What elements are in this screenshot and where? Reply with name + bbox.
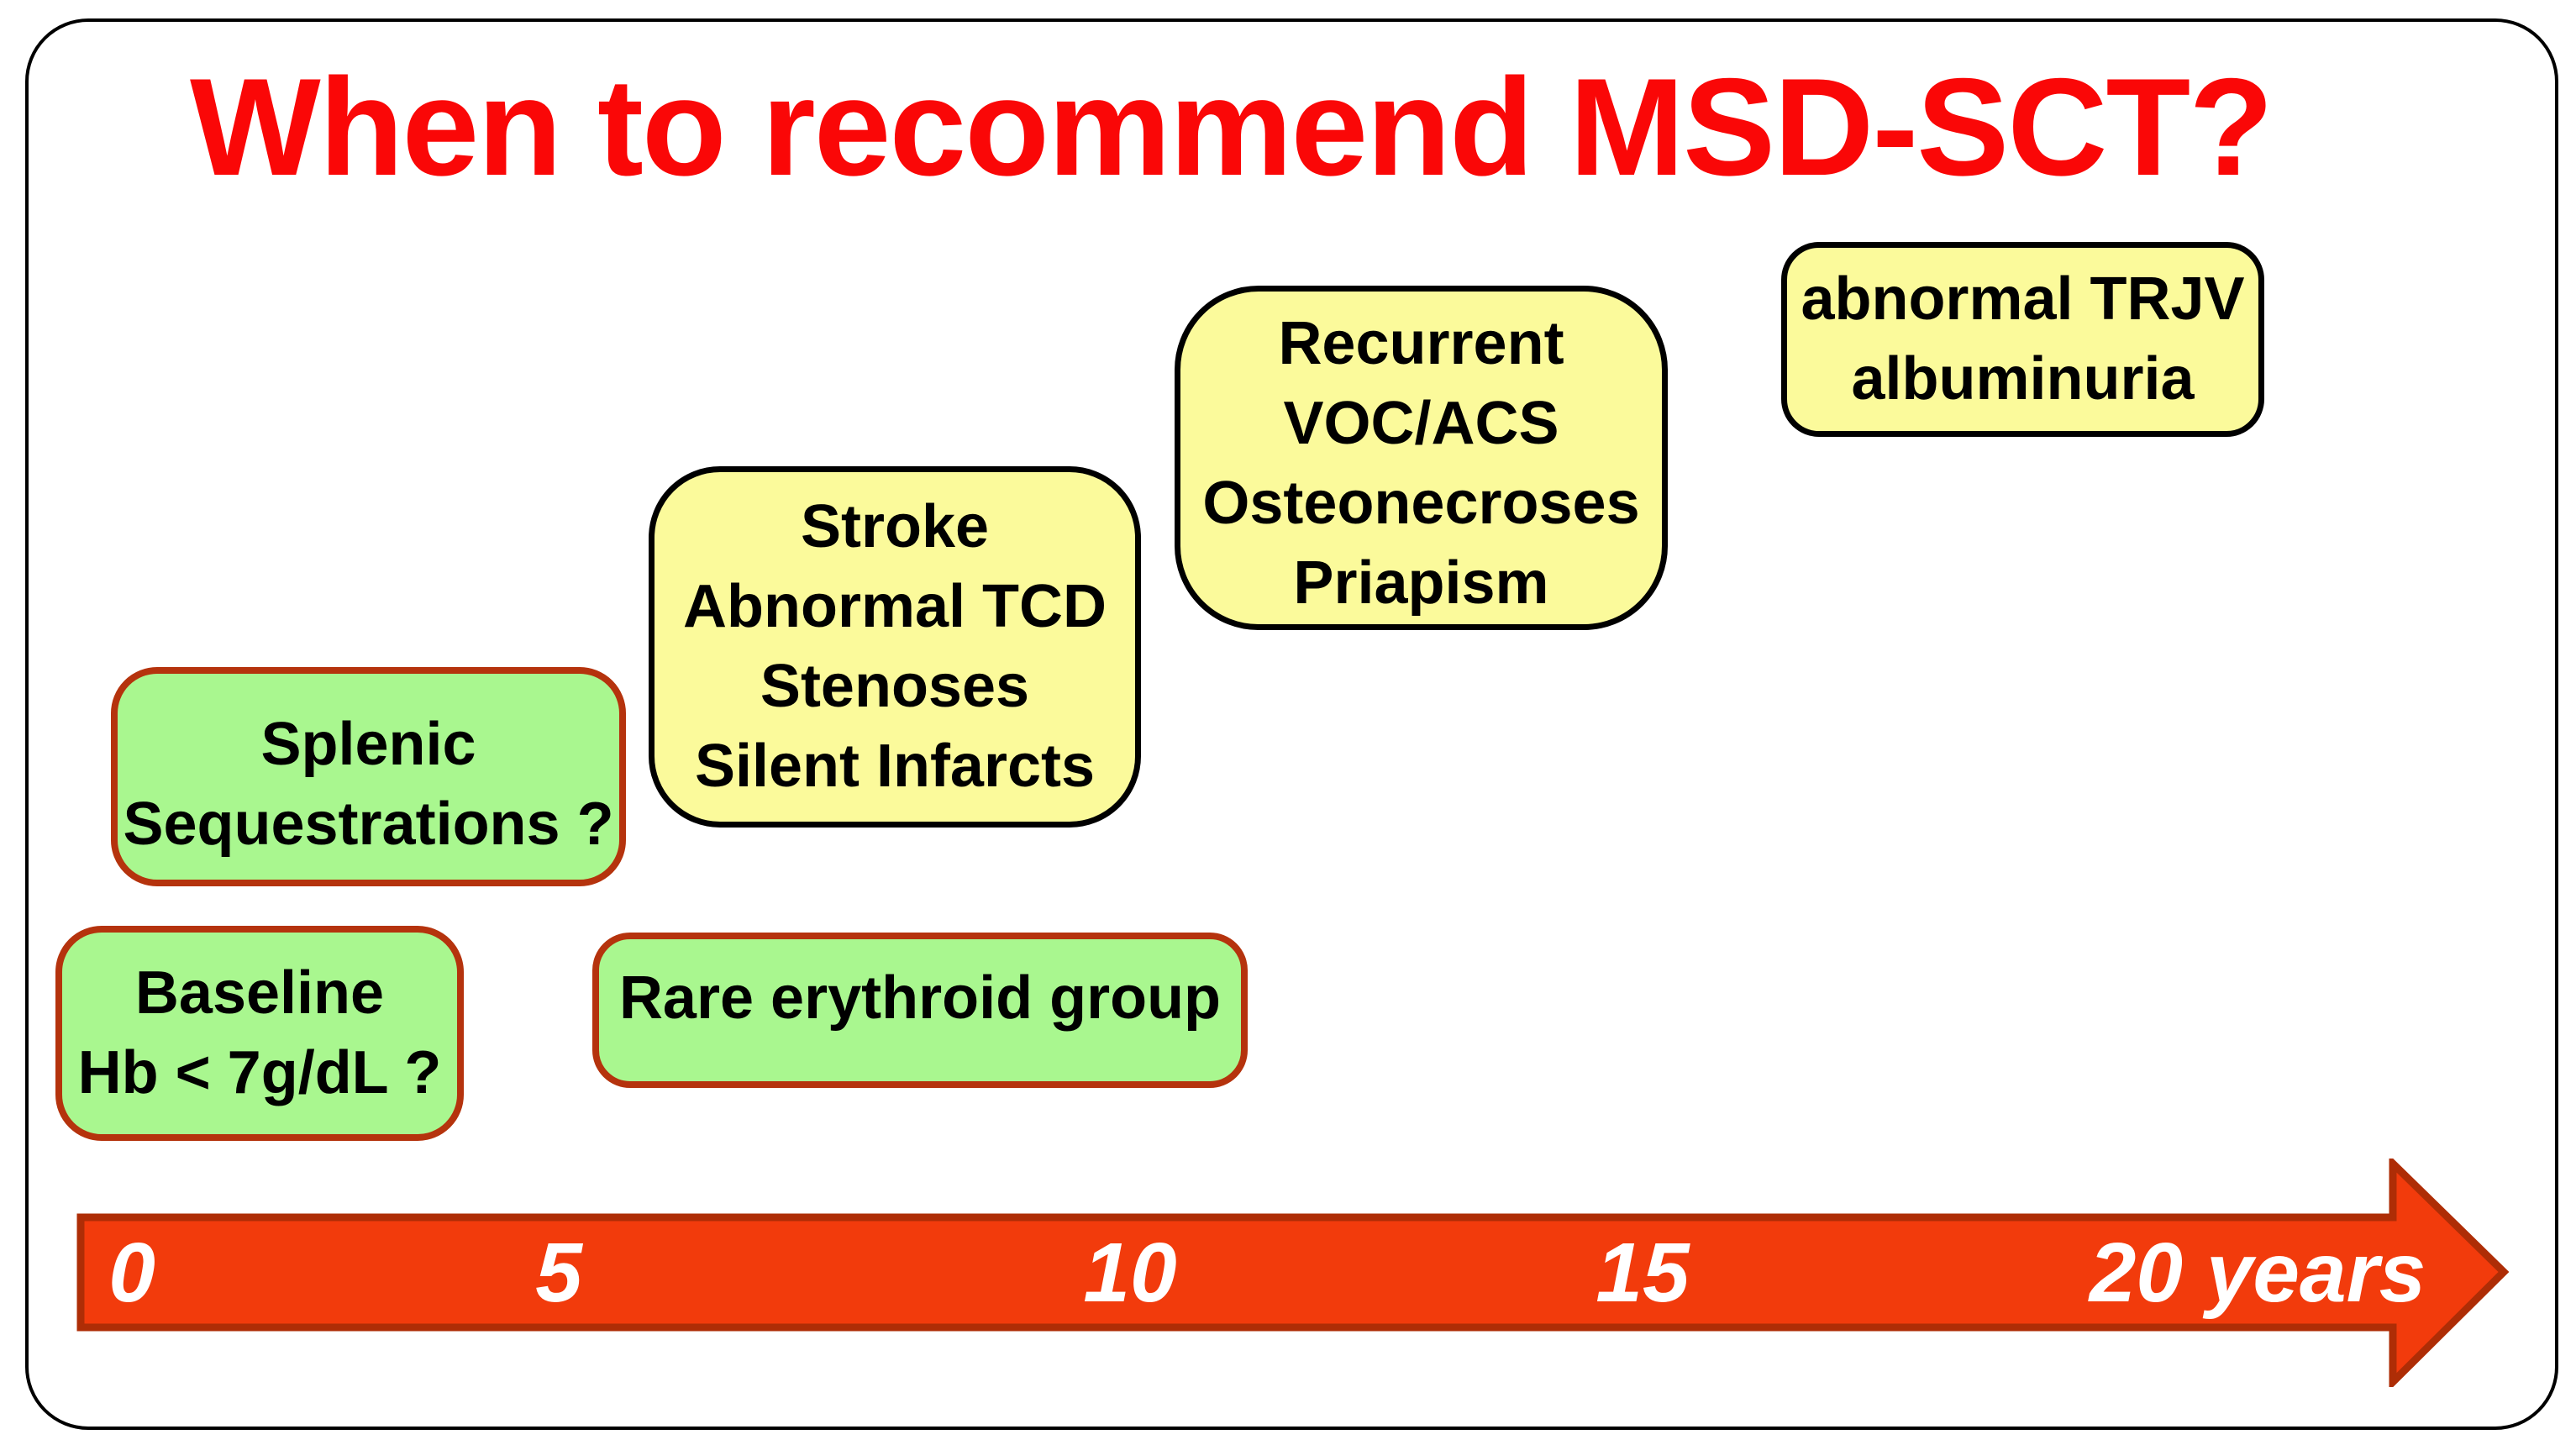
stroke-line-1: Stroke bbox=[800, 493, 990, 560]
recurrent-line-3: Osteonecroses bbox=[1202, 470, 1640, 537]
timeline-arrow-shape bbox=[76, 1159, 2510, 1387]
timeline-label-0: 0 bbox=[108, 1226, 155, 1320]
recurrent-line-4: Priapism bbox=[1293, 549, 1549, 617]
recurrent-line-1: Recurrent bbox=[1278, 310, 1564, 377]
abnormal-trjv-box: abnormal TRJV albuminuria bbox=[1781, 242, 2264, 437]
splenic-line-2: Sequestrations ? bbox=[123, 790, 614, 858]
stroke-box: Stroke Abnormal TCD Stenoses Silent Infa… bbox=[649, 466, 1141, 828]
trjv-line-2: albuminuria bbox=[1851, 345, 2195, 412]
stroke-line-3: Stenoses bbox=[760, 653, 1030, 720]
trjv-line-1: abnormal TRJV bbox=[1801, 265, 2245, 333]
timeline-label-5: 5 bbox=[535, 1226, 582, 1320]
recurrent-voc-box: Recurrent VOC/ACS Osteonecroses Priapism bbox=[1175, 286, 1668, 630]
timeline-label-10: 10 bbox=[1083, 1226, 1177, 1320]
timeline-label-20-years: 20 years bbox=[2089, 1226, 2426, 1320]
recurrent-line-2: VOC/ACS bbox=[1283, 390, 1559, 457]
baseline-line-1: Baseline bbox=[134, 959, 385, 1027]
baseline-line-2: Hb < 7g/dL ? bbox=[77, 1039, 442, 1106]
baseline-hb-box: Baseline Hb < 7g/dL ? bbox=[55, 926, 464, 1141]
rare-line-1: Rare erythroid group bbox=[618, 964, 1222, 1032]
timeline-arrow bbox=[76, 1159, 2510, 1387]
timeline-label-15: 15 bbox=[1596, 1226, 1690, 1320]
splenic-line-1: Splenic bbox=[260, 710, 476, 778]
stroke-line-2: Abnormal TCD bbox=[683, 573, 1107, 640]
stroke-line-4: Silent Infarcts bbox=[694, 733, 1096, 800]
splenic-sequestrations-box: Splenic Sequestrations ? bbox=[111, 667, 626, 886]
slide-title: When to recommend MSD-SCT? bbox=[190, 50, 2274, 204]
rare-erythroid-group-box: Rare erythroid group bbox=[592, 933, 1248, 1088]
